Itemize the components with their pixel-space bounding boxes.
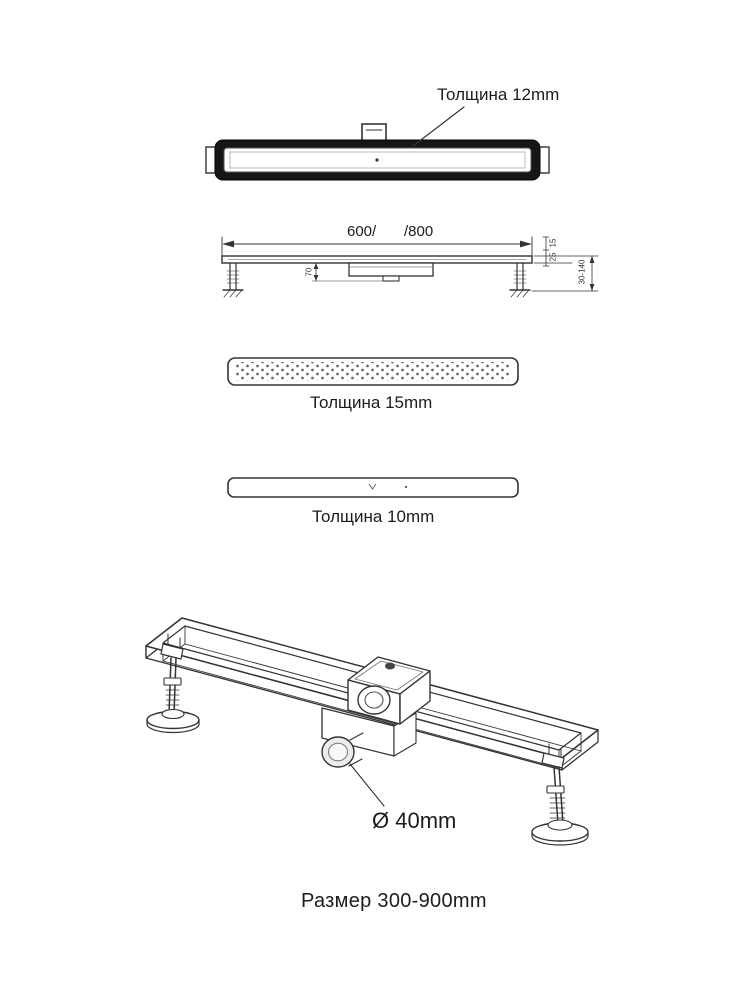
isometric-drawing xyxy=(145,617,599,846)
thickness-15-label: Толщина 15mm xyxy=(310,393,433,412)
top-view-drawing xyxy=(205,106,550,181)
length-dim-right: /800 xyxy=(404,223,434,240)
trap-box xyxy=(347,656,431,725)
left-foot xyxy=(146,633,200,734)
thickness-12-label: Толщина 12mm xyxy=(437,85,560,104)
size-range-label: Размер 300-900mm xyxy=(301,890,487,912)
thickness-10-label: Толщина 10mm xyxy=(312,507,435,526)
right-foot xyxy=(531,743,589,846)
dim-70-label: 70 xyxy=(304,267,314,277)
cover-strip-drawing xyxy=(227,477,519,498)
trap-side xyxy=(348,262,434,277)
leader-line-thickness-12 xyxy=(412,106,465,147)
grate-perforation-pattern xyxy=(235,362,511,381)
dim-15-label: 15 xyxy=(548,238,558,248)
grate-drawing xyxy=(227,357,519,386)
outlet-pipe xyxy=(321,732,364,768)
height-dimensions xyxy=(531,236,599,292)
trap-ring-inner xyxy=(364,691,384,709)
dim-feet-range-label: 30-140 xyxy=(577,259,587,285)
length-dim-left: 600/ xyxy=(347,223,377,240)
leader-line-diameter xyxy=(349,763,385,807)
pipe-diameter-label: Ø 40mm xyxy=(372,808,457,833)
right-leg-side xyxy=(509,262,531,298)
dim-25-label: 25 xyxy=(548,252,558,262)
side-view-drawing xyxy=(221,236,599,298)
left-leg-side xyxy=(222,262,244,298)
